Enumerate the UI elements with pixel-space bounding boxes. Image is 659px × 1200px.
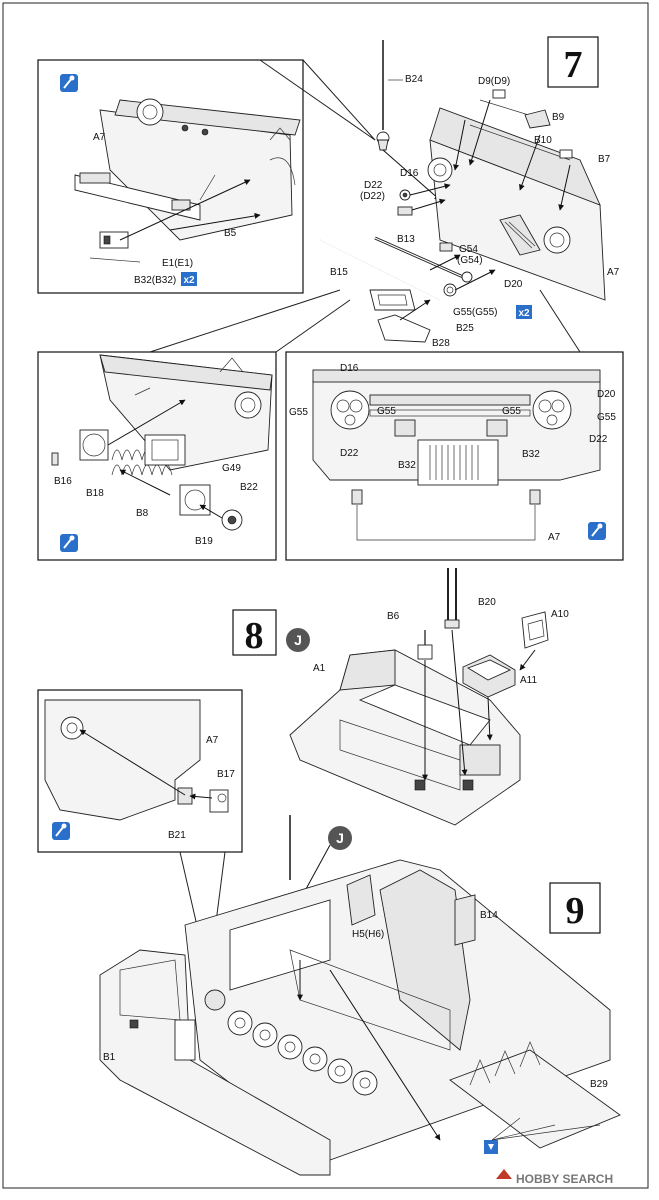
label-G55-right: G55: [597, 412, 616, 423]
svg-text:J: J: [336, 830, 344, 846]
label-D22-right: D22: [589, 434, 608, 445]
label-B1: B1: [103, 1052, 116, 1063]
svg-text:HOBBY SEARCH: HOBBY SEARCH: [516, 1172, 613, 1186]
label-B25: B25: [456, 323, 474, 334]
label-E1: E1(E1): [162, 258, 193, 269]
detail-box-mid-left: [37, 289, 351, 561]
label-B10: B10: [534, 135, 552, 146]
label-B21: B21: [168, 830, 186, 841]
step-8-number: 8: [245, 615, 264, 657]
glue-icon: [588, 522, 606, 540]
label-B16: B16: [54, 476, 72, 487]
label-B29: B29: [590, 1079, 608, 1090]
label-B7: B7: [598, 154, 611, 165]
step7-main-assembly: x2 x2: [181, 40, 606, 343]
label-B24: B24: [405, 74, 423, 85]
step-9-box: [549, 882, 601, 934]
multiplier-x2-g55: x2: [516, 305, 532, 319]
step-7: 7: [37, 36, 624, 561]
label-B14: B14: [480, 910, 498, 921]
label-B32-right: B32: [522, 449, 540, 460]
side-plate-B1: [99, 949, 331, 1176]
label-B32-left: B32: [398, 460, 416, 471]
label-H5: H5(H6): [352, 929, 384, 940]
label-D20: D20: [504, 279, 523, 290]
glue-icon: [60, 534, 78, 552]
label-B8: B8: [136, 508, 149, 519]
label-A7: A7: [607, 267, 620, 278]
label-B15: B15: [330, 267, 348, 278]
label-G55-mid-right: G55: [502, 406, 521, 417]
detail-box-mid-right: [285, 289, 624, 561]
detail-box-top-left: [37, 59, 376, 294]
paint-marker-j-step8: J: [286, 628, 310, 652]
label-D22: D22: [364, 180, 383, 191]
label-B6: B6: [387, 611, 400, 622]
label-A1: A1: [313, 663, 326, 674]
label-D20-detail: D20: [597, 389, 616, 400]
label-D22-paren: (D22): [360, 191, 385, 202]
label-D22-left: D22: [340, 448, 359, 459]
label-B20: B20: [478, 597, 496, 608]
label-A10: A10: [551, 609, 569, 620]
label-B9: B9: [552, 112, 565, 123]
multiplier-x2-b32: x2: [181, 272, 197, 286]
svg-text:x2: x2: [183, 275, 195, 286]
label-D16-detail: D16: [340, 363, 359, 374]
label-B13: B13: [397, 234, 415, 245]
label-G55-mid-left: G55: [377, 406, 396, 417]
page-frame: [2, 2, 649, 1189]
label-A7-rear: A7: [548, 532, 561, 543]
label-D9: D9(D9): [478, 76, 510, 87]
paint-marker-j-step9: J: [328, 826, 352, 850]
extra-part-icon: [484, 1140, 498, 1154]
detail-box-lower-left: A7 B17 B21: [37, 689, 243, 931]
label-B18: B18: [86, 488, 104, 499]
label-G49: G49: [222, 463, 241, 474]
label-A7-lower: A7: [206, 735, 219, 746]
label-G54: G54: [459, 244, 478, 255]
label-B22: B22: [240, 482, 258, 493]
step-9: 9 J: [99, 815, 621, 1176]
step-8-box: [232, 609, 277, 656]
glue-icon: [52, 822, 70, 840]
label-A11: A11: [520, 675, 537, 686]
step-9-number: 9: [566, 890, 585, 932]
road-wheels: [204, 989, 378, 1096]
step-8: 8 J B6 B20 A10: [232, 568, 569, 826]
label-B17: B17: [217, 769, 235, 780]
label-B28: B28: [432, 338, 450, 349]
label-B19: B19: [195, 536, 213, 547]
step-7-box: [547, 36, 599, 88]
label-D16: D16: [400, 168, 419, 179]
label-G55: G55(G55): [453, 307, 497, 318]
label-B32: B32(B32): [134, 275, 176, 286]
step-7-number: 7: [564, 44, 583, 86]
label-B5: B5: [224, 228, 237, 239]
svg-text:x2: x2: [518, 308, 530, 319]
label-G55-left: G55: [289, 407, 308, 418]
watermark: HOBBY SEARCH: [496, 1169, 613, 1186]
label-A7-detail: A7: [93, 132, 106, 143]
label-G54-paren: (G54): [457, 255, 483, 266]
winch-detail: [417, 439, 499, 486]
rear-plate-B29: [449, 1041, 621, 1149]
glue-icon: [60, 74, 78, 92]
svg-text:J: J: [294, 632, 302, 648]
